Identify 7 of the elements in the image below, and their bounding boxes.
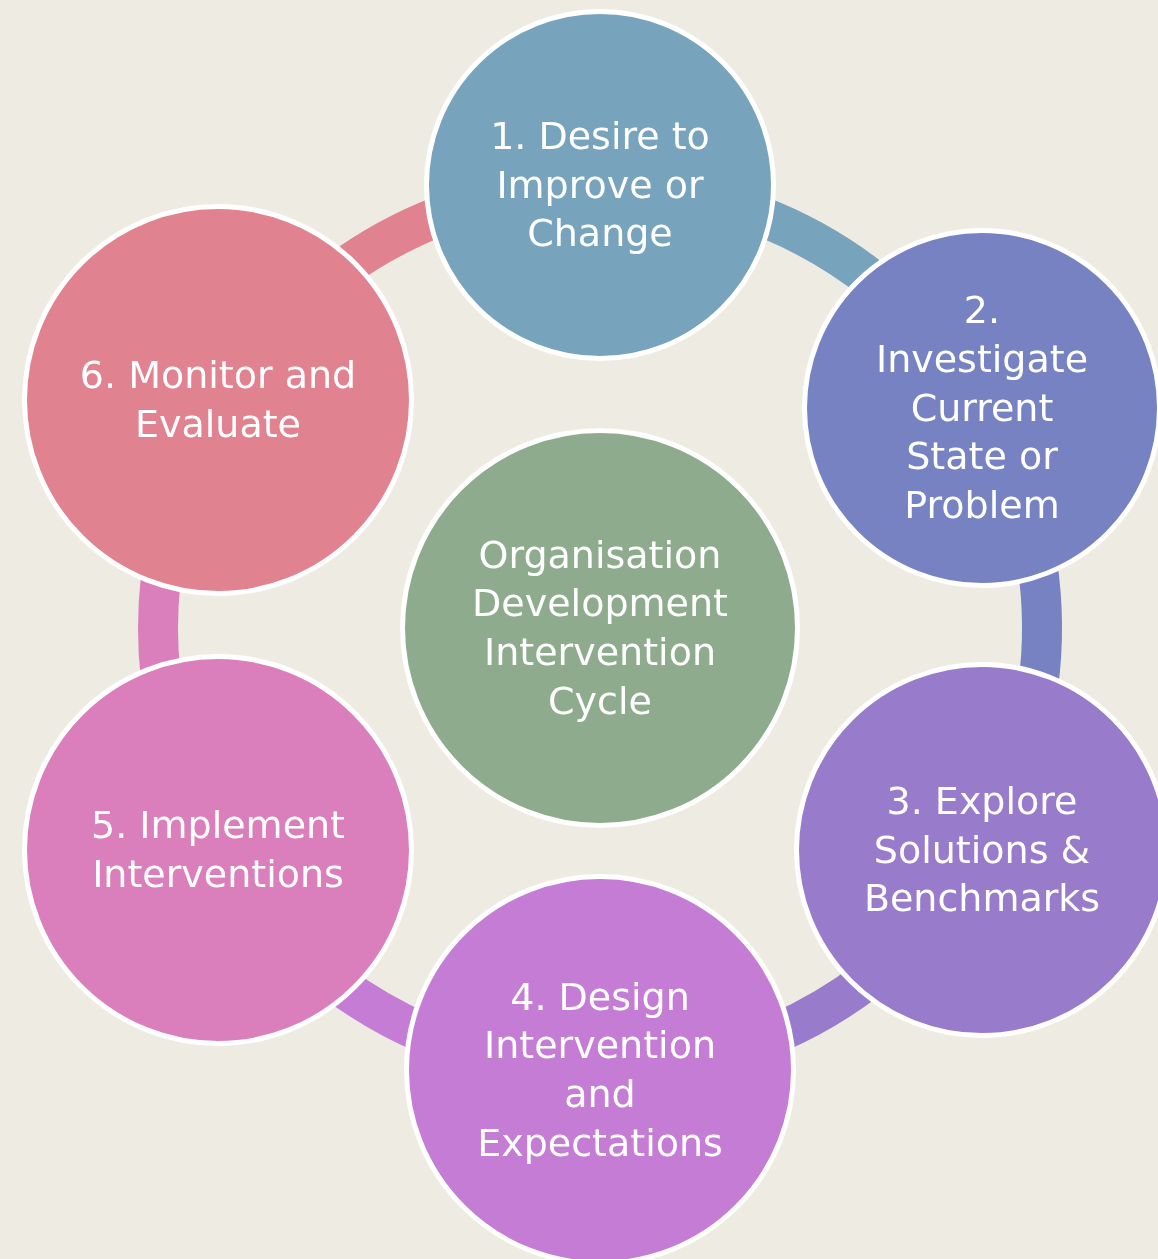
node-text: 6. Monitor and Evaluate bbox=[78, 352, 358, 448]
node-text: 3. Explore Solutions & Benchmarks bbox=[862, 778, 1102, 923]
node-text: 4. Design Intervention and Expectations bbox=[476, 973, 724, 1167]
node-text: Organisation Development Intervention Cycle bbox=[471, 531, 729, 725]
node-text: 2. Investigate Current State or Problem bbox=[874, 287, 1090, 529]
node-text: 1. Desire to Improve or Change bbox=[489, 113, 711, 258]
node-text: 5. Implement Interventions bbox=[90, 802, 346, 898]
